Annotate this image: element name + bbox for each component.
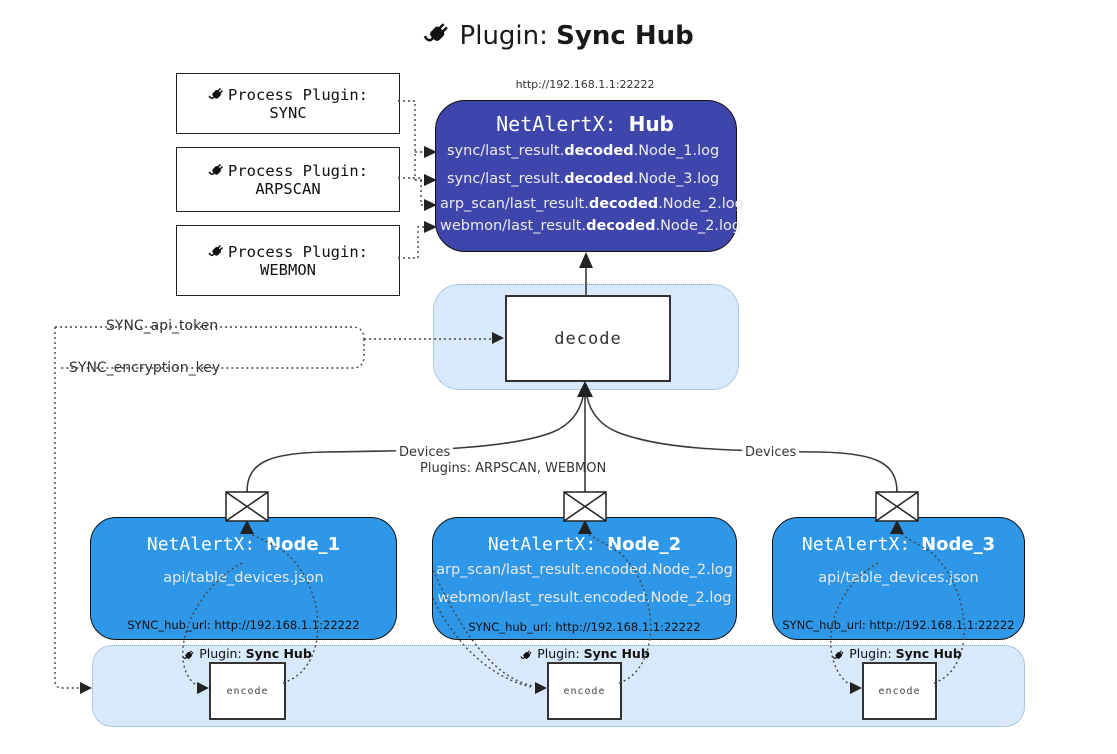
encode-box: encode: [547, 662, 622, 720]
plug-icon: [208, 86, 225, 103]
encode-section-label: Plugin: Sync Hub: [485, 646, 685, 662]
node-line: api/table_devices.json: [163, 570, 324, 586]
node-3: NetAlertX: Node_3 api/table_devices.json…: [772, 517, 1025, 640]
node-title: NetAlertX: Node_2: [487, 534, 682, 555]
devices-label-left: Devices: [396, 445, 454, 460]
hub-log-line: sync/last_result.decoded.Node_1.log: [447, 143, 720, 159]
hub-log-line: sync/last_result.decoded.Node_3.log: [447, 171, 720, 187]
sync-encryption-key-label: SYNC_encryption_key: [66, 360, 224, 376]
plug-icon: [208, 162, 225, 179]
node-1: NetAlertX: Node_1 api/table_devices.json…: [90, 517, 397, 640]
page-title: Plugin: Sync Hub: [0, 20, 1117, 51]
devices-label-right: Devices: [742, 445, 800, 460]
process-plugin-name: ARPSCAN: [255, 179, 321, 198]
plug-icon: [423, 20, 451, 48]
node-hub-url: SYNC_hub_url: http://192.168.1.1:22222: [468, 620, 701, 634]
plugin-to-hub-edges: [398, 100, 437, 259]
process-plugin-name: SYNC: [269, 103, 307, 122]
node-line: webmon/last_result.encoded.Node_2.log: [437, 590, 732, 606]
plugins-label-mid: Plugins: ARPSCAN, WEBMON: [420, 461, 607, 476]
hub-node: [435, 100, 737, 252]
encode-section-label: Plugin: Sync Hub: [147, 646, 347, 662]
process-plugin-webmon: Process Plugin: WEBMON: [176, 225, 400, 296]
node-line: arp_scan/last_result.encoded.Node_2.log: [436, 562, 733, 578]
process-plugin-sync: Process Plugin: SYNC: [176, 73, 400, 134]
process-plugin-label: Process Plugin:: [228, 242, 368, 261]
process-plugin-arpscan: Process Plugin: ARPSCAN: [176, 147, 400, 212]
hub-url: http://192.168.1.1:22222: [515, 78, 655, 91]
encode-section-label: Plugin: Sync Hub: [797, 646, 997, 662]
node-line: api/table_devices.json: [818, 570, 979, 586]
node-title: NetAlertX: Node_3: [801, 534, 996, 555]
process-plugin-name: WEBMON: [260, 260, 316, 279]
plug-icon: [520, 649, 533, 662]
node-hub-url: SYNC_hub_url: http://192.168.1.1:22222: [782, 618, 1015, 632]
process-plugin-label: Process Plugin:: [228, 161, 368, 180]
plug-icon: [208, 243, 225, 260]
process-plugin-label: Process Plugin:: [228, 85, 368, 104]
encode-box: encode: [862, 662, 937, 720]
node-hub-url: SYNC_hub_url: http://192.168.1.1:22222: [127, 618, 360, 632]
hub-log-line: webmon/last_result.decoded.Node_2.log: [440, 218, 742, 234]
encode-box: encode: [209, 662, 286, 720]
page-title-prefix: Plugin:: [459, 21, 557, 51]
hub-title: NetAlertX: Hub: [496, 112, 674, 136]
hub-log-line: arp_scan/last_result.decoded.Node_2.log: [440, 196, 744, 212]
node-title: NetAlertX: Node_1: [146, 534, 341, 555]
node-2: NetAlertX: Node_2 arp_scan/last_result.e…: [432, 517, 737, 640]
plug-icon: [182, 649, 195, 662]
page-title-bold: Sync Hub: [556, 21, 694, 51]
decode-box: decode: [505, 295, 671, 382]
plug-icon: [832, 649, 845, 662]
sync-api-token-label: SYNC_api_token: [103, 318, 222, 334]
